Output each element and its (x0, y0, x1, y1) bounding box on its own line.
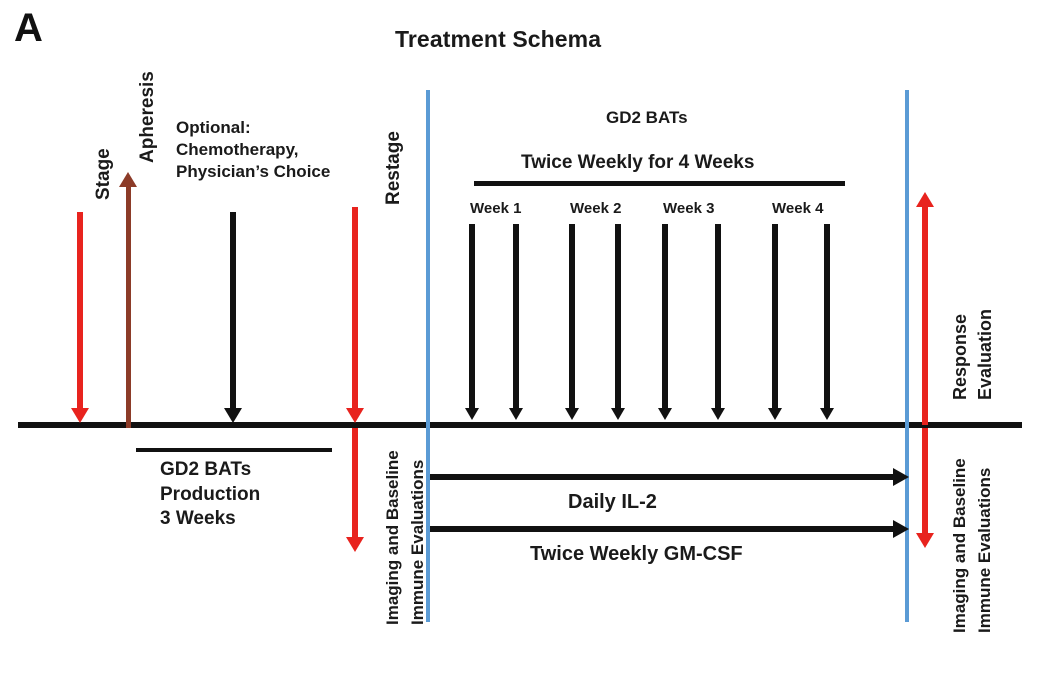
optional-chemo-text: Optional: Chemotherapy, Physician’s Choi… (176, 117, 330, 183)
optional-chemo-line2: Chemotherapy, (176, 140, 299, 160)
treatment-span-bracket (474, 181, 845, 186)
il2-label: Daily IL-2 (568, 491, 657, 513)
production-line2: Production (160, 483, 261, 505)
infusion-arrow-head (820, 408, 834, 420)
apheresis-arrow-shaft (126, 185, 131, 428)
restage-arrow-shaft (352, 207, 358, 410)
infusion-arrow-shaft (715, 224, 721, 410)
response-eval-line1: Response (950, 313, 970, 400)
infusion-arrow-shaft (662, 224, 668, 410)
twice-weekly-label: Twice Weekly for 4 Weeks (521, 152, 755, 173)
infusion-arrow-head (509, 408, 523, 420)
gmcsf-label: Twice Weekly GM-CSF (530, 543, 743, 565)
infusion-arrow-head (465, 408, 479, 420)
imaging-left-line1: Imaging and Baseline (383, 450, 402, 625)
response-eval-arrow-shaft (922, 205, 928, 425)
response-eval-line2: Evaluation (975, 308, 995, 400)
stage-label: Stage (93, 148, 114, 200)
infusion-arrow-shaft (469, 224, 475, 410)
baseline-imaging-arrow-head (346, 537, 364, 552)
timeline-axis (18, 422, 1022, 428)
infusion-arrow-head (565, 408, 579, 420)
week-label-4: Week 4 (772, 200, 824, 217)
stage-arrow-head (71, 408, 89, 423)
imaging-right-line2: Immune Evaluations (975, 467, 994, 633)
gmcsf-arrow-shaft (430, 526, 900, 532)
response-eval-arrow-head (916, 192, 934, 207)
production-line1: GD2 BATs (160, 459, 252, 480)
optional-chemo-line3: Physician’s Choice (176, 162, 331, 182)
infusion-arrow-head (658, 408, 672, 420)
infusion-arrow-shaft (569, 224, 575, 410)
week-label-3: Week 3 (663, 200, 715, 217)
infusion-arrow-shaft (824, 224, 830, 410)
production-bracket (136, 448, 332, 452)
il2-arrow-head (893, 468, 909, 486)
gmcsf-arrow-head (893, 520, 909, 538)
imaging-right-line1: Imaging and Baseline (950, 458, 969, 633)
infusion-arrow-shaft (615, 224, 621, 410)
baseline-imaging-arrow-shaft (352, 428, 358, 540)
chemo-arrow-shaft (230, 212, 236, 410)
infusion-arrow-head (711, 408, 725, 420)
week-label-2: Week 2 (570, 200, 622, 217)
apheresis-label: Apheresis (137, 71, 158, 163)
restage-label: Restage (383, 131, 404, 205)
il2-arrow-shaft (430, 474, 900, 480)
week-label-1: Week 1 (470, 200, 522, 217)
panel-letter: A (14, 6, 43, 50)
chemo-arrow-head (224, 408, 242, 423)
production-line3: 3 Weeks (160, 508, 236, 530)
apheresis-arrow-head (119, 172, 137, 187)
treatment-end-divider (905, 90, 909, 622)
treatment-start-divider (426, 90, 430, 622)
gd2-bats-label: GD2 BATs (606, 108, 688, 127)
post-imaging-arrow-shaft (922, 428, 928, 536)
production-text: GD2 BATs Production 3 Weeks (160, 458, 260, 532)
infusion-arrow-shaft (513, 224, 519, 410)
restage-arrow-head (346, 408, 364, 423)
imaging-left-line2: Immune Evaluations (408, 459, 427, 625)
infusion-arrow-shaft (772, 224, 778, 410)
stage-arrow-shaft (77, 212, 83, 410)
figure-title: Treatment Schema (395, 26, 602, 52)
infusion-arrow-head (768, 408, 782, 420)
infusion-arrow-head (611, 408, 625, 420)
optional-chemo-line1: Optional: (176, 118, 251, 137)
post-imaging-arrow-head (916, 533, 934, 548)
